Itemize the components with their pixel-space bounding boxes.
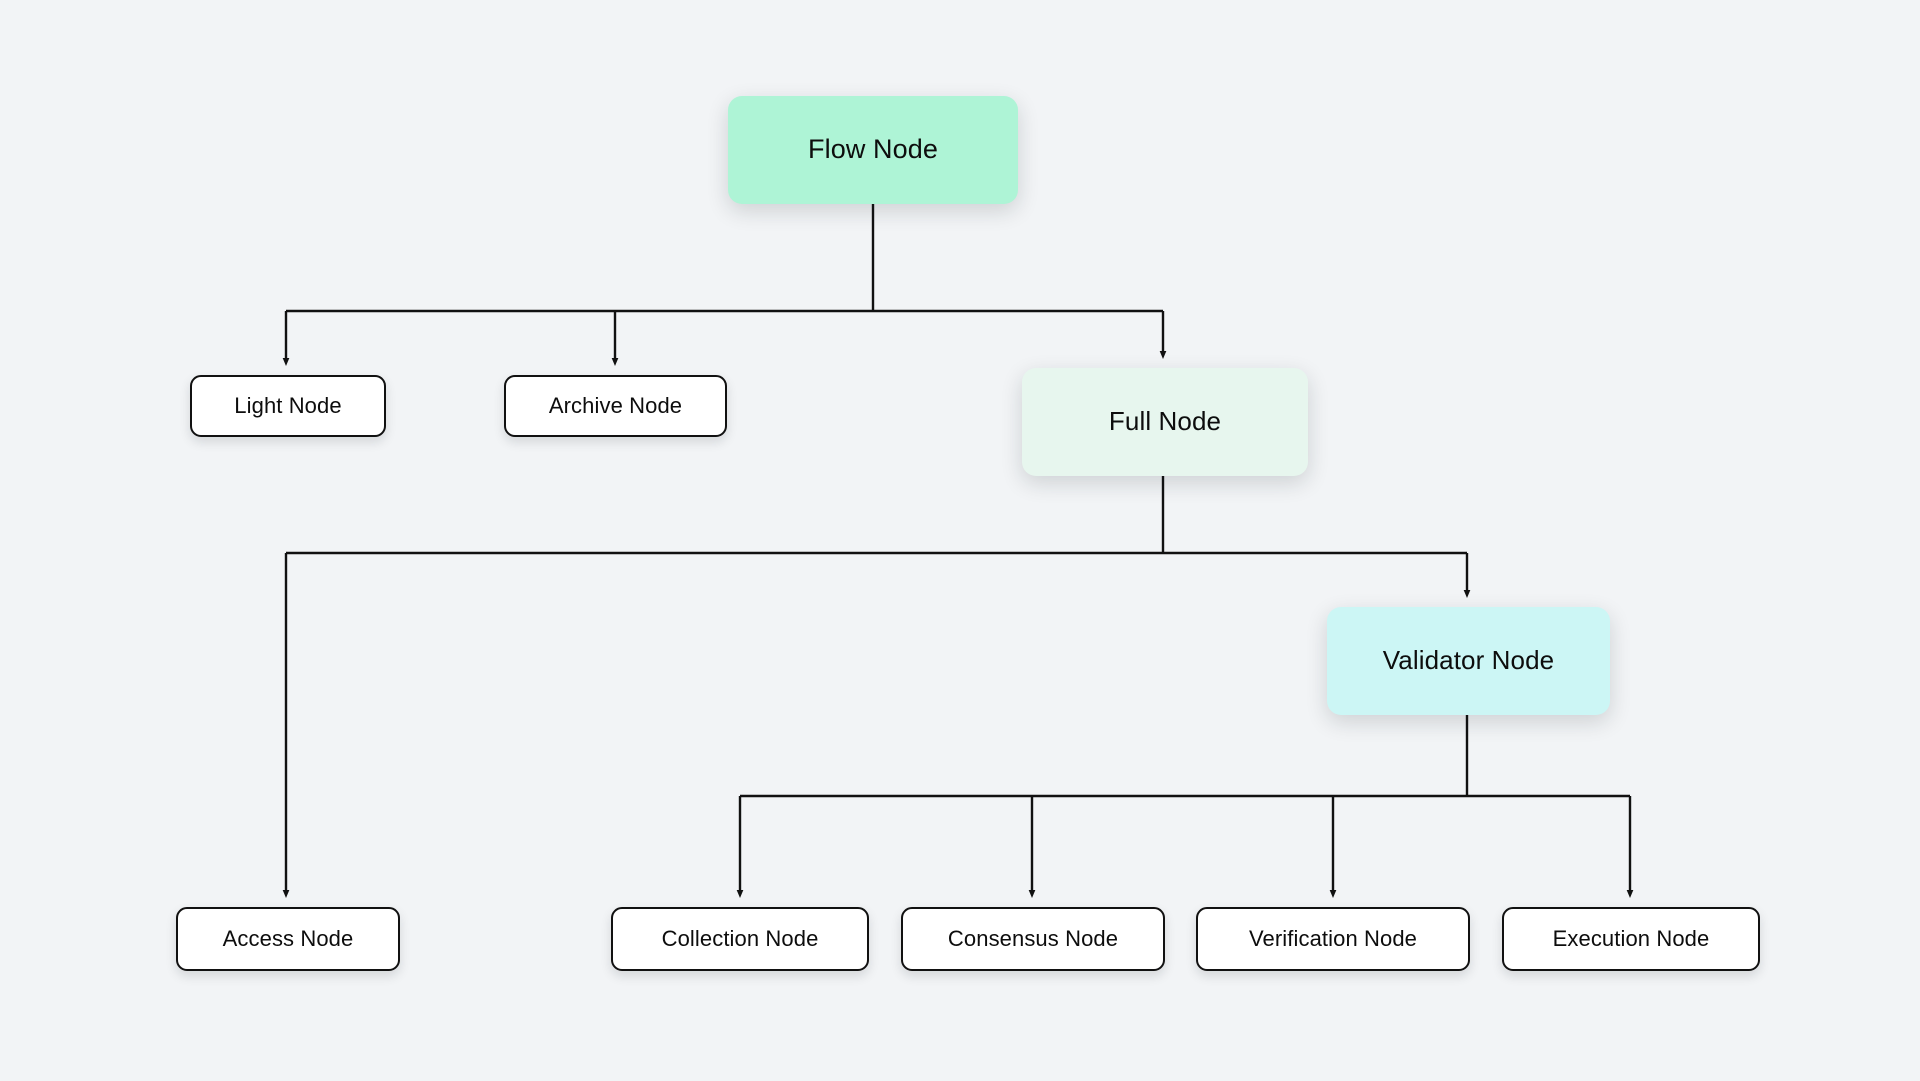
node-verification-node[interactable]: Verification Node bbox=[1196, 907, 1470, 971]
node-light-node[interactable]: Light Node bbox=[190, 375, 386, 437]
node-access-node[interactable]: Access Node bbox=[176, 907, 400, 971]
node-consensus-node[interactable]: Consensus Node bbox=[901, 907, 1165, 971]
node-validator-node[interactable]: Validator Node bbox=[1327, 607, 1610, 715]
node-execution-node[interactable]: Execution Node bbox=[1502, 907, 1760, 971]
node-flow-node[interactable]: Flow Node bbox=[728, 96, 1018, 204]
node-collection-node[interactable]: Collection Node bbox=[611, 907, 869, 971]
node-full-node[interactable]: Full Node bbox=[1022, 368, 1308, 476]
node-archive-node[interactable]: Archive Node bbox=[504, 375, 727, 437]
